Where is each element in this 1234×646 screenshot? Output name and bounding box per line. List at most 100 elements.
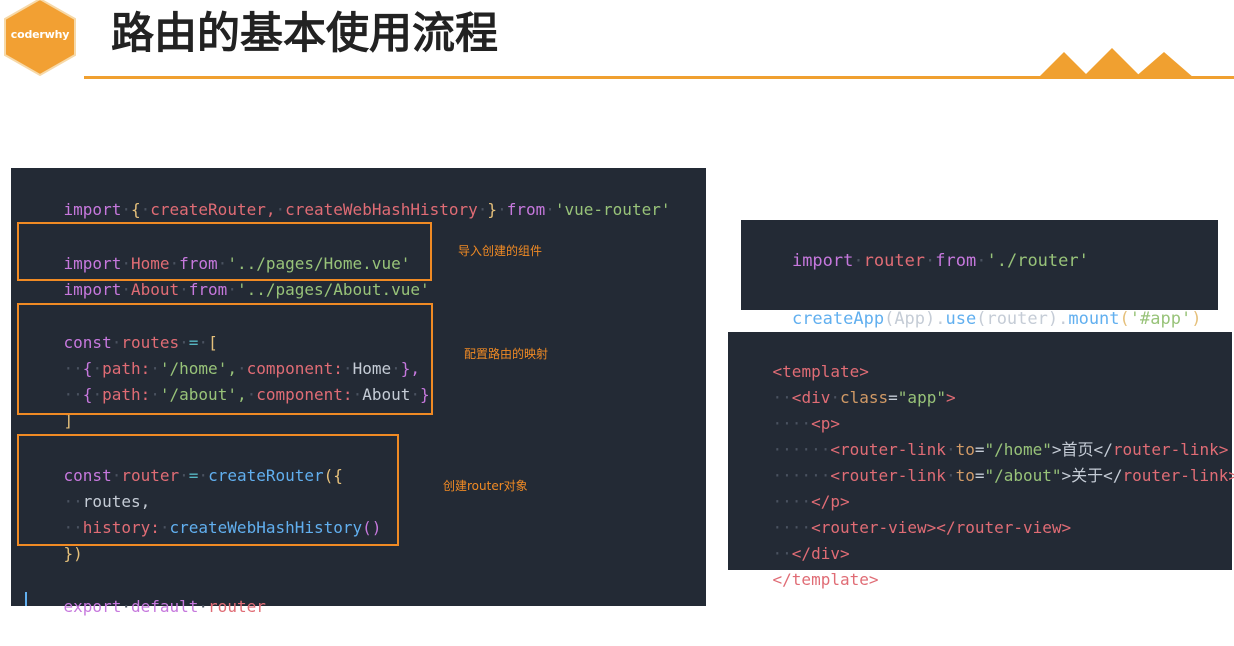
code-bracket: ( <box>1119 309 1130 329</box>
code-key: path: <box>102 359 151 378</box>
code-brace: }, <box>400 359 420 378</box>
main-js-code-panel: import·router·from·'./router' createApp(… <box>741 220 1218 329</box>
code-function: createRouter <box>208 466 324 485</box>
code-tag-bracket: < <box>811 518 821 537</box>
code-string: '/home', <box>159 359 237 378</box>
code-line: </template> <box>734 541 879 589</box>
code-keyword: const <box>63 333 112 352</box>
code-line: ··{·path:·'/about',·component:·About·} <box>63 385 430 404</box>
code-line: ····<p> <box>772 414 840 433</box>
code-line: import·{·createRouter,·createWebHashHist… <box>63 200 671 219</box>
code-tag-bracket: </ <box>791 544 812 563</box>
code-tag: router-link <box>839 440 946 459</box>
code-tag: p <box>820 414 831 433</box>
code-tag-bracket: > <box>830 414 840 433</box>
annotation-routes-mapping: 配置路由的映射 <box>464 347 549 361</box>
code-tag: router-link <box>1112 440 1219 459</box>
code-line: ······<router-link·to="/about">关于</route… <box>734 437 1234 485</box>
code-text: >首页</ <box>1051 440 1113 459</box>
code-brace: } <box>420 385 430 404</box>
coderwhy-logo: coderwhy <box>3 0 77 77</box>
code-identifier: router <box>121 466 180 485</box>
code-string: '../pages/About.vue' <box>236 280 430 299</box>
page-title: 路由的基本使用流程 <box>111 9 498 59</box>
code-text: (router). <box>976 309 1069 329</box>
code-tag-bracket: > <box>1218 440 1229 459</box>
code-keyword: from <box>506 200 546 219</box>
code-key: component: <box>256 385 353 404</box>
code-tag-bracket: ></ <box>926 518 956 537</box>
code-line: ] <box>25 382 74 430</box>
code-operator: = <box>188 333 199 352</box>
code-tag: template <box>782 362 860 381</box>
code-string: "/home" <box>984 440 1052 459</box>
code-identifier: routes <box>121 333 180 352</box>
code-line: ······<router-link·to="/home">首页</router… <box>772 440 1229 459</box>
hexagon-logo-icon <box>4 0 76 77</box>
code-tag-bracket: > <box>1228 466 1234 485</box>
text-cursor <box>25 592 27 606</box>
code-operator: = <box>188 466 199 485</box>
code-line: ··{·path:·'/home',·component:·Home·}, <box>63 359 420 378</box>
code-tag-bracket: </ <box>772 570 792 589</box>
code-text: >关于</ <box>1061 466 1123 485</box>
code-keyword: from <box>188 280 228 299</box>
logo-text: coderwhy <box>10 28 70 41</box>
code-tag-bracket: < <box>772 362 783 381</box>
code-tag: template <box>791 570 869 589</box>
code-attribute: class <box>839 388 889 407</box>
code-line: import·About·from·'../pages/About.vue' <box>63 280 430 299</box>
template-code-panel: <template> ··<div·class="app"> ····<p> ·… <box>728 332 1234 589</box>
code-tag: router-link <box>1122 466 1229 485</box>
code-keyword: from <box>935 251 977 271</box>
code-string: '/about', <box>159 385 247 404</box>
code-tag: div <box>801 388 831 407</box>
code-string: './router' <box>986 251 1089 271</box>
code-tag-bracket: > <box>1061 518 1072 537</box>
code-line: ····<router-view></router-view> <box>772 518 1072 537</box>
code-brace: { <box>82 359 93 378</box>
code-keyword: export <box>63 597 122 616</box>
code-line: ··routes, <box>63 492 151 511</box>
code-bracket: ({ <box>323 466 343 485</box>
code-key: path: <box>102 385 151 404</box>
code-line: const·routes·=·[ <box>63 333 218 352</box>
router-config-code-panel: import·{·createRouter,·createWebHashHist… <box>11 168 706 616</box>
code-tag-bracket: < <box>830 466 840 485</box>
code-bracket: () <box>362 518 382 537</box>
code-tag: p <box>830 492 840 511</box>
code-tag: router-view <box>820 518 927 537</box>
code-function: createApp <box>791 309 885 329</box>
code-attribute: to <box>955 466 975 485</box>
code-text: (App). <box>884 309 946 329</box>
code-identifier: createWebHashHistory <box>285 200 478 219</box>
code-line: ··</div> <box>772 544 850 563</box>
code-attribute: to <box>955 440 975 459</box>
code-keyword: import <box>63 200 122 219</box>
code-line: ··<div·class="app"> <box>772 388 956 407</box>
code-tag: div <box>811 544 840 563</box>
code-identifier: About <box>130 280 180 299</box>
code-line: const·router·=·createRouter({ <box>63 466 343 485</box>
code-line: ····</p> <box>772 492 850 511</box>
code-keyword: import <box>63 280 122 299</box>
code-keyword: import <box>791 251 854 271</box>
code-string: '../pages/Home.vue' <box>227 254 411 273</box>
code-identifier: router <box>208 597 266 616</box>
routes-mapping-highlight <box>17 303 433 415</box>
code-function: mount <box>1068 309 1120 329</box>
code-tag-bracket: < <box>811 414 821 433</box>
create-router-highlight <box>17 434 399 546</box>
code-brace: { <box>130 200 141 219</box>
code-identifier: Home <box>130 254 170 273</box>
code-identifier: About <box>362 385 411 404</box>
code-tag-bracket: </ <box>811 492 831 511</box>
code-line: }) <box>25 515 83 563</box>
code-line: <template> <box>734 333 869 381</box>
code-tag-bracket: < <box>791 388 802 407</box>
code-tag: router-view <box>955 518 1062 537</box>
code-keyword: import <box>63 254 122 273</box>
code-bracket: ] <box>63 411 74 430</box>
code-line: createApp(App).use(router).mount('#app') <box>751 280 1202 329</box>
code-line: export·default·router <box>63 597 266 616</box>
